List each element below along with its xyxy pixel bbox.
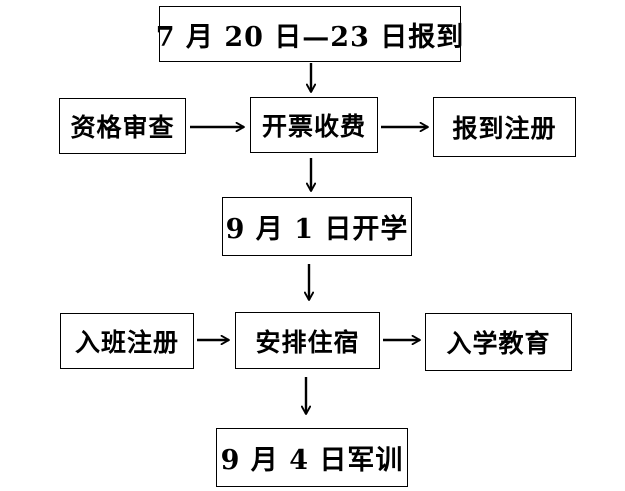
node-orientation-education: 入学教育 [425, 313, 572, 371]
node-school-start: 9 月 1 日开学 [222, 197, 412, 256]
node-report-dates: 7 月 20 日—23 日报到 [156, 6, 463, 62]
node-class-registration: 入班注册 [60, 313, 194, 369]
node-registration: 报到注册 [433, 97, 576, 157]
node-military-training: 9 月 4 日军训 [216, 428, 408, 487]
node-fee-payment: 开票收费 [250, 97, 378, 153]
node-qualification-review: 资格审查 [59, 98, 186, 154]
node-dorm-arrangement: 安排住宿 [235, 312, 380, 369]
